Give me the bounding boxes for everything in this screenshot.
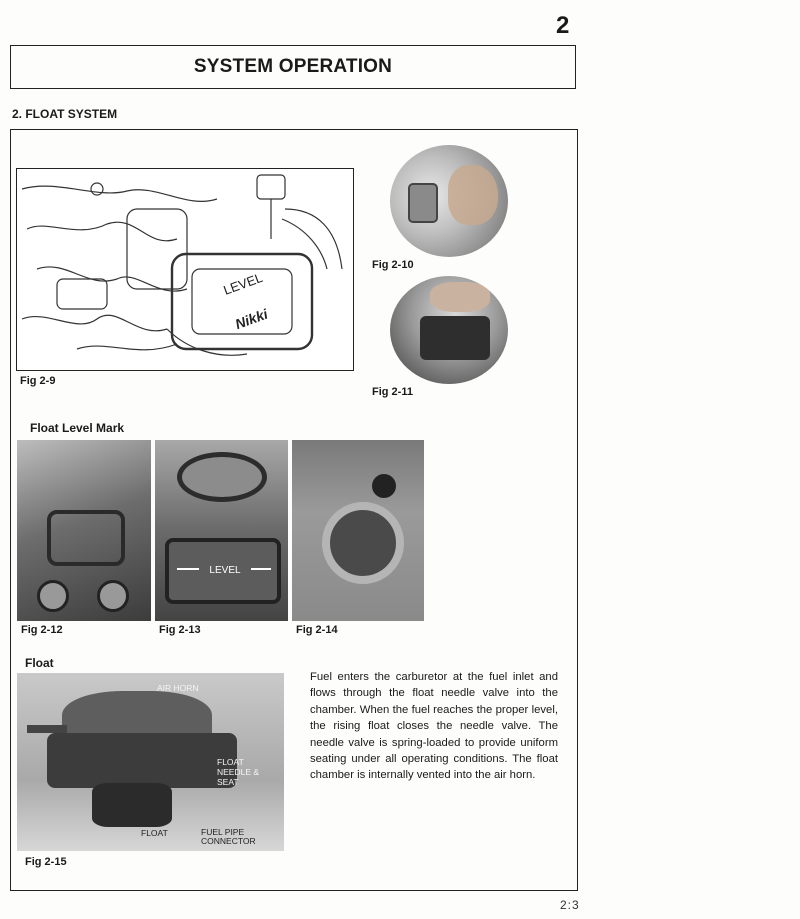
subheading-float: Float <box>25 656 54 670</box>
figure-2-13-label-level: LEVEL <box>209 565 241 576</box>
figure-2-15-label-needle-and: NEEDLE & <box>217 767 259 777</box>
figure-2-15-label-float-needle: FLOAT <box>217 757 244 767</box>
figure-2-15-label-fuel-pipe: FUEL PIPE <box>201 827 244 837</box>
figure-2-15-photo: AIR HORN FLOAT NEEDLE & SEAT FLOAT FUEL … <box>17 673 284 851</box>
chapter-number: 2 <box>556 12 570 39</box>
figure-2-11-photo <box>390 276 508 384</box>
figure-2-15-label-seat: SEAT <box>217 777 239 787</box>
figure-2-15-label-float: FLOAT <box>141 828 168 838</box>
body-paragraph: Fuel enters the carburetor at the fuel i… <box>310 671 558 782</box>
figure-2-15-label-connector: CONNECTOR <box>201 836 256 846</box>
page-title: SYSTEM OPERATION <box>193 56 393 77</box>
figure-2-10-caption: Fig 2-10 <box>372 259 414 271</box>
figure-2-15-caption: Fig 2-15 <box>25 856 67 868</box>
figure-2-14-photo <box>292 440 424 621</box>
figure-2-10-photo <box>390 145 508 257</box>
page-title-box: SYSTEM OPERATION <box>10 45 576 89</box>
section-heading: 2. FLOAT SYSTEM <box>12 107 118 121</box>
figure-2-12-photo <box>17 440 151 621</box>
content-frame <box>10 129 578 891</box>
figure-2-9-drawing: LEVEL Nikki <box>16 168 354 371</box>
subheading-float-level-mark: Float Level Mark <box>30 421 125 435</box>
page-number: 2:3 <box>560 898 580 912</box>
figure-2-9-caption: Fig 2-9 <box>20 375 56 387</box>
figure-2-14-caption: Fig 2-14 <box>296 624 338 636</box>
figure-2-13-caption: Fig 2-13 <box>159 624 201 636</box>
figure-2-11-caption: Fig 2-11 <box>372 386 413 398</box>
figure-2-12-caption: Fig 2-12 <box>21 624 63 636</box>
figure-2-9-label-level: LEVEL <box>221 270 264 298</box>
figure-2-13-photo: LEVEL <box>155 440 288 621</box>
figure-2-15-label-air-horn: AIR HORN <box>157 683 199 693</box>
figure-2-9-label-brand: Nikki <box>233 305 271 332</box>
